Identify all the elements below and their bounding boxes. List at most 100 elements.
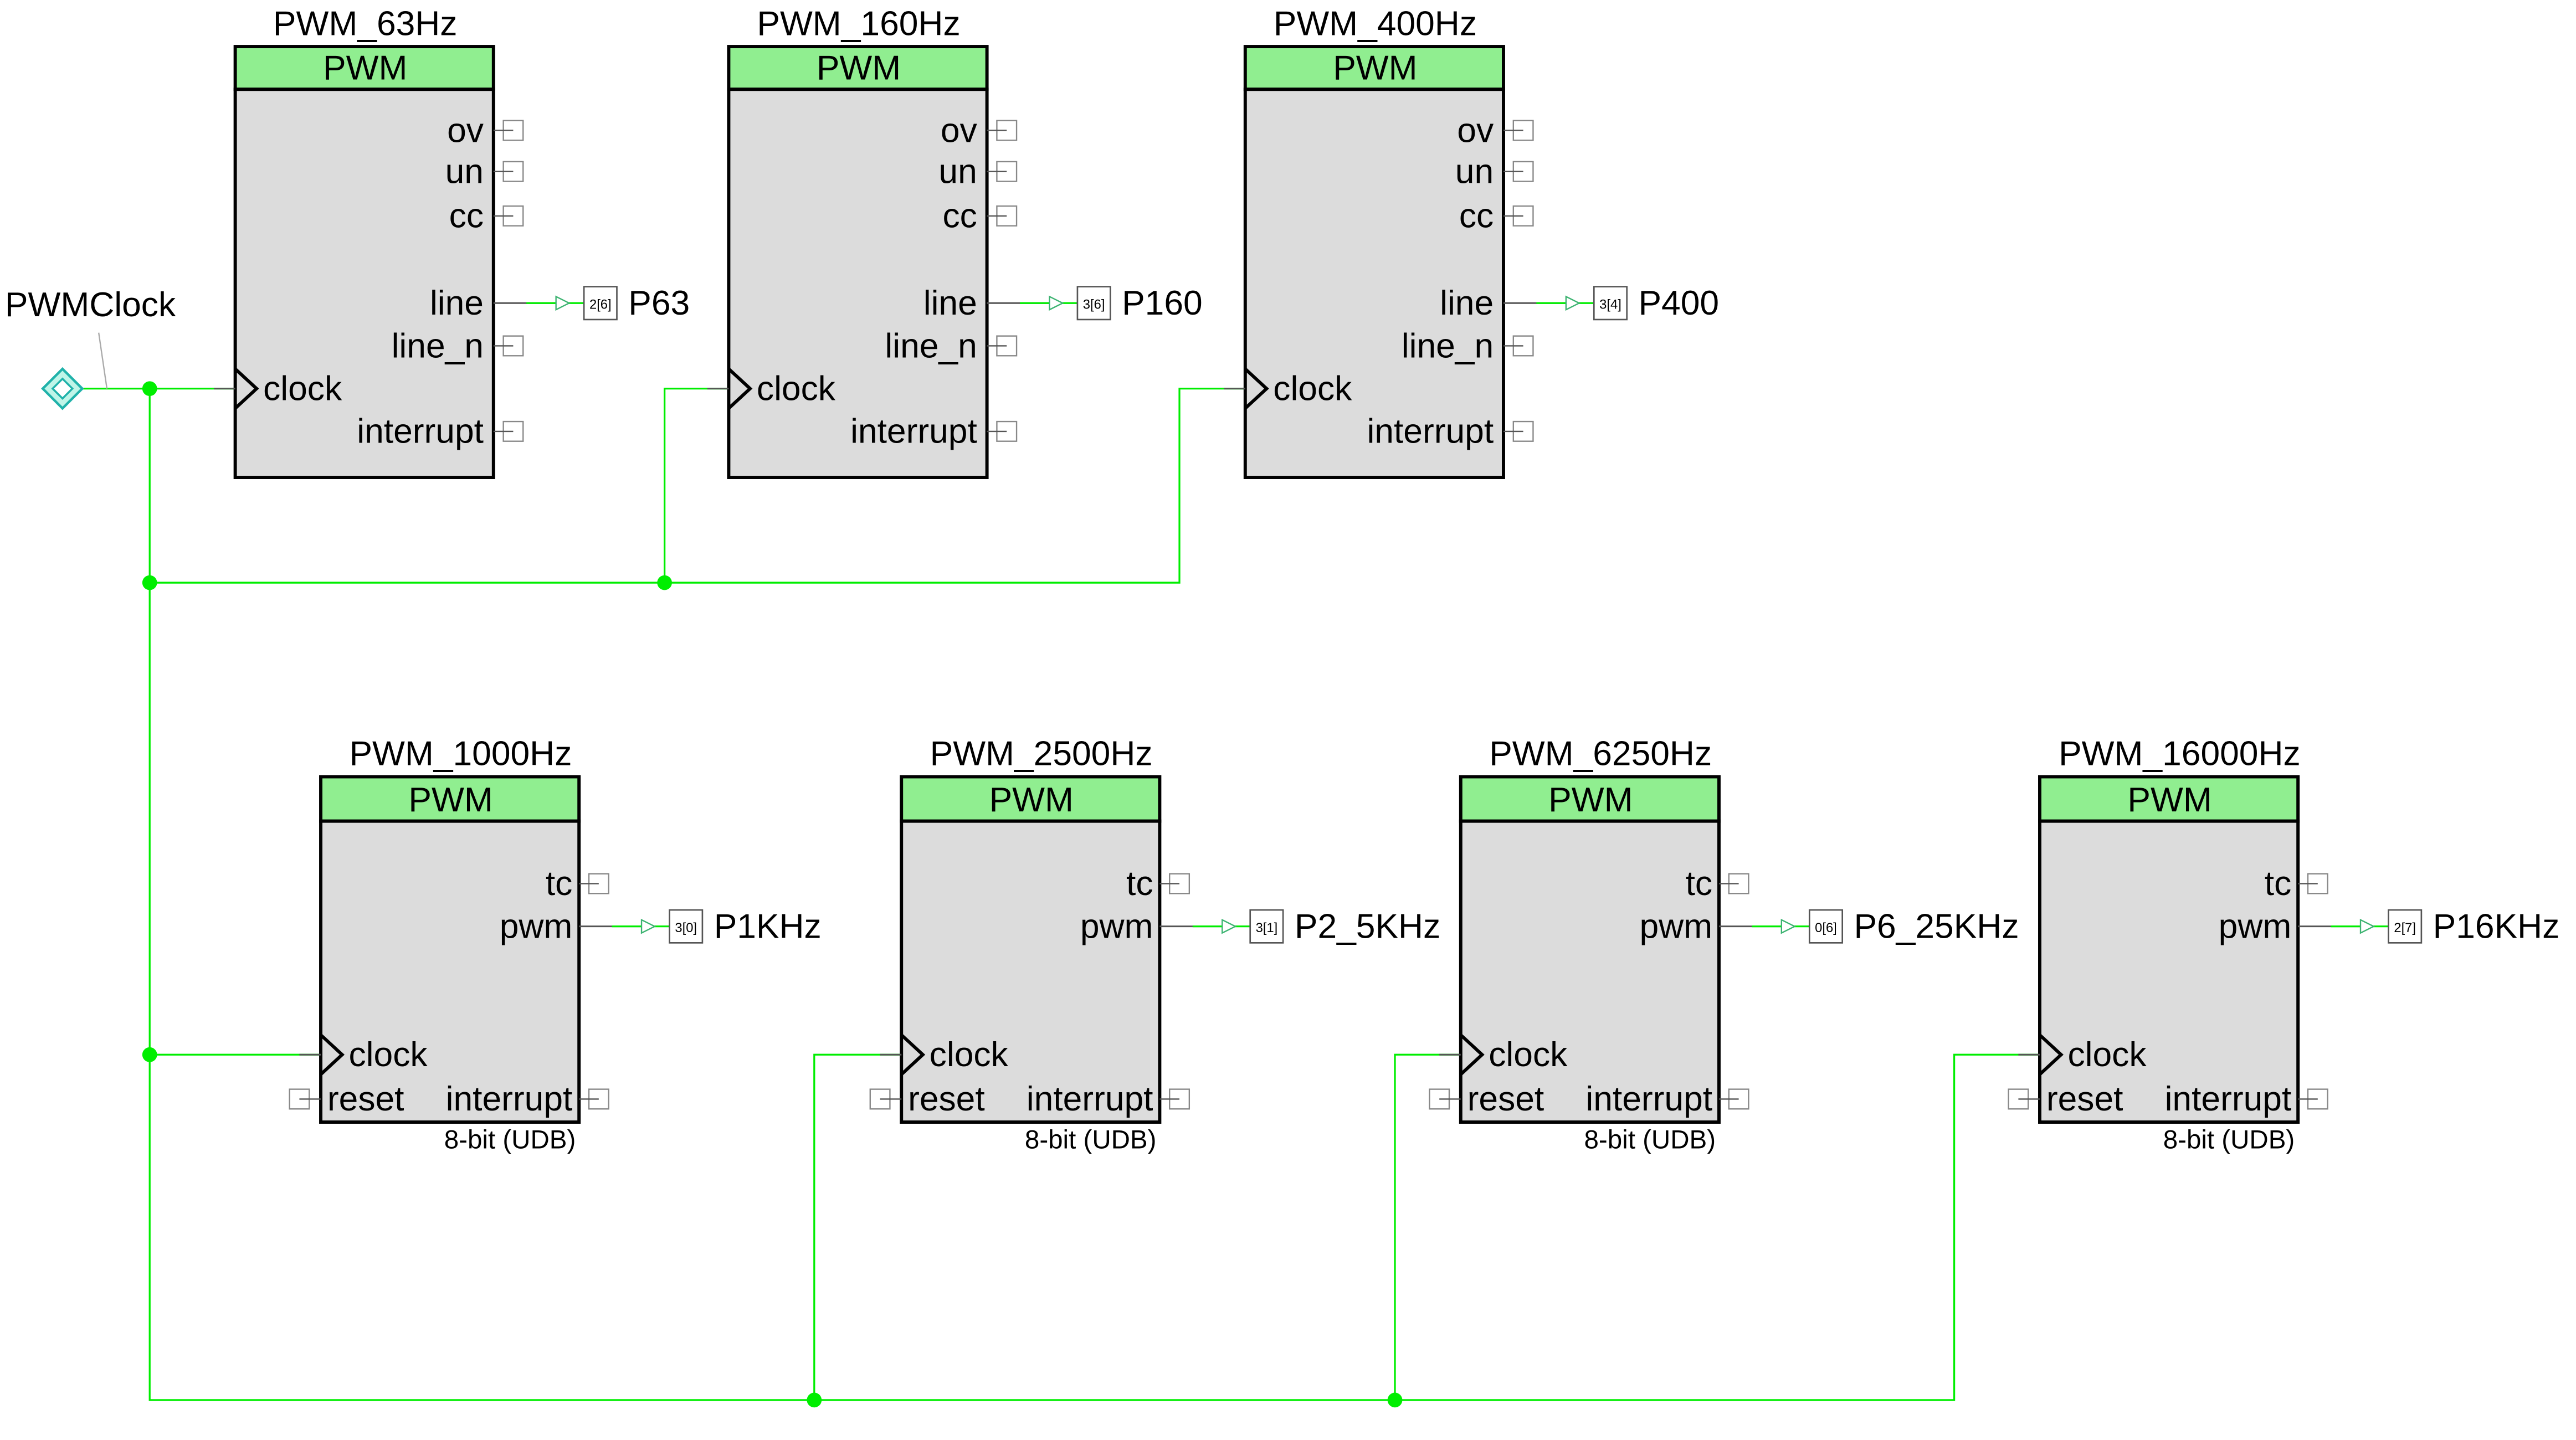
pin-label-clock: clock: [2067, 1036, 2147, 1074]
block-instance-name: PWM_400Hz: [1274, 4, 1477, 43]
wire-junction-dot: [142, 381, 157, 397]
net-label: P16KHz: [2433, 907, 2560, 945]
pin-label-clock: clock: [349, 1036, 428, 1074]
block-type-label: PWM: [2127, 781, 2211, 819]
block-type-label: PWM: [989, 781, 1074, 819]
block-body: [319, 819, 581, 1124]
pin-ref-label: 3[6]: [1083, 297, 1105, 312]
output-terminal-arrow-icon: [1565, 295, 1581, 311]
pin-label-line: line: [923, 284, 977, 322]
block-type-label: PWM: [408, 781, 492, 819]
label-leader-line: [98, 332, 108, 389]
wire-junction-dot: [807, 1392, 822, 1408]
pin-label-interrupt: interrupt: [1367, 413, 1494, 451]
block-body: [900, 819, 1162, 1124]
net-label: P63: [628, 284, 690, 322]
block-header: [2038, 775, 2300, 823]
pin-label-tc: tc: [1126, 865, 1153, 903]
pin-ref-label: 2[7]: [2394, 920, 2416, 935]
block-type-label: PWM: [1333, 49, 1417, 87]
block-instance-name: PWM_2500Hz: [930, 735, 1153, 773]
pin-label-reset: reset: [908, 1080, 985, 1118]
net-label: P2_5KHz: [1295, 907, 1440, 945]
clock-edge-triangle-icon: [234, 367, 259, 410]
clock-source[interactable]: PWMClock: [5, 286, 176, 410]
net-label: P1KHz: [714, 907, 822, 945]
block-type-label: PWM: [817, 49, 901, 87]
pin-ref-label: 3[0]: [675, 920, 697, 935]
pin-label-clock: clock: [930, 1036, 1009, 1074]
block-body: [1243, 88, 1505, 479]
block-type-label: PWM: [1548, 781, 1633, 819]
clock-edge-triangle-icon: [1244, 367, 1269, 410]
pin-label-interrupt: interrupt: [1027, 1080, 1153, 1118]
clock-edge-triangle-icon: [2038, 1033, 2064, 1076]
pin-label-un: un: [445, 153, 484, 191]
pin-label-line: line: [430, 284, 484, 322]
pin-label-line_n: line_n: [1402, 327, 1494, 365]
output-terminal-arrow-icon: [1049, 295, 1064, 311]
output-terminal-arrow-icon: [1222, 918, 1237, 934]
block-type-label: PWM: [323, 49, 407, 87]
pin-label-tc: tc: [1686, 865, 1713, 903]
pin-label-interrupt: interrupt: [1585, 1080, 1712, 1118]
clock-edge-triangle-icon: [900, 1033, 926, 1076]
block-header: [900, 775, 1162, 823]
output-terminal-arrow-icon: [1780, 918, 1797, 934]
block-variant-label: 8-bit (UDB): [444, 1125, 576, 1155]
pin-ref-box: [583, 286, 618, 321]
pin-label-clock: clock: [1489, 1036, 1568, 1074]
clock-branch-wire: [813, 1053, 902, 1400]
block-instance-name: PWM_160Hz: [757, 4, 960, 43]
pin-label-pwm: pwm: [2219, 907, 2292, 945]
output-terminal-arrow-icon: [555, 295, 571, 311]
block-header: [727, 45, 989, 91]
pin-label-line_n: line_n: [885, 327, 977, 365]
pin-label-clock: clock: [757, 369, 836, 408]
pin-label-ov: ov: [941, 111, 977, 150]
pin-ref-label: 0[6]: [1815, 920, 1837, 935]
wire-junction-dot: [142, 575, 157, 590]
pin-ref-box: [1808, 909, 1844, 944]
pin-ref-box: [669, 909, 704, 944]
pin-label-pwm: pwm: [1639, 907, 1712, 945]
pin-label-cc: cc: [942, 197, 977, 235]
pin-label-interrupt: interrupt: [357, 413, 484, 451]
pin-ref-box: [1076, 286, 1111, 321]
pin-ref-box: [1249, 909, 1284, 944]
clock-port-inner-icon: [51, 377, 74, 400]
block-instance-name: PWM_16000Hz: [2059, 735, 2301, 773]
output-terminal-arrow-icon: [2359, 918, 2375, 934]
net-label: P160: [1122, 284, 1203, 322]
block-variant-label: 8-bit (UDB): [1584, 1125, 1716, 1155]
block-body: [2038, 819, 2300, 1124]
wire-junction-dot: [657, 575, 672, 590]
pin-label-interrupt: interrupt: [850, 413, 977, 451]
pin-label-cc: cc: [449, 197, 484, 235]
pin-label-tc: tc: [546, 865, 573, 903]
pin-label-reset: reset: [1467, 1080, 1544, 1118]
pin-label-un: un: [1455, 153, 1494, 191]
net-label: P6_25KHz: [1854, 907, 2019, 945]
wire-junction-dot: [1387, 1392, 1403, 1408]
net-label: P400: [1638, 284, 1719, 322]
pin-ref-label: 3[4]: [1599, 297, 1621, 312]
pin-label-cc: cc: [1459, 197, 1494, 235]
pin-label-interrupt: interrupt: [2165, 1080, 2292, 1118]
block-instance-name: PWM_63Hz: [273, 4, 458, 43]
block-body: [1459, 819, 1721, 1124]
pin-label-un: un: [938, 153, 977, 191]
pin-label-clock: clock: [1273, 369, 1352, 408]
pin-ref-label: 2[6]: [589, 297, 612, 312]
clock-edge-triangle-icon: [727, 367, 753, 410]
pin-label-pwm: pwm: [1080, 907, 1153, 945]
clock-branch-wire: [663, 388, 729, 583]
clock-trunk-wire: [148, 388, 2040, 1401]
